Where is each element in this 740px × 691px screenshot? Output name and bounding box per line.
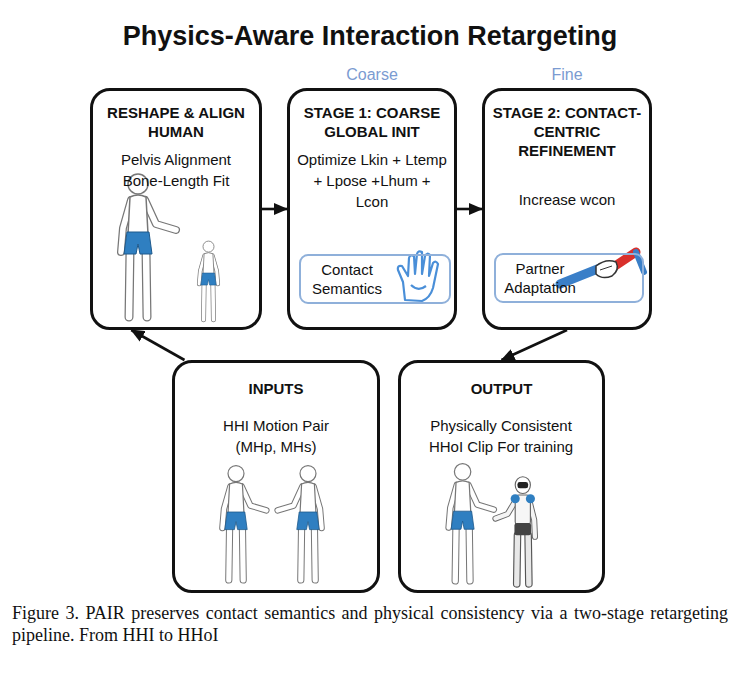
io-box: INPUTS HHI Motion Pair (MHp, MHs) bbox=[172, 360, 380, 593]
human-robot-output bbox=[449, 464, 535, 584]
stage-box: CoarseSTAGE 1: COARSE GLOBAL INITOptimiz… bbox=[287, 88, 457, 330]
box-heading: RESHAPE & ALIGN HUMAN bbox=[101, 103, 251, 141]
robot-figure bbox=[495, 477, 535, 584]
human-figure bbox=[278, 466, 322, 580]
box-heading: INPUTS bbox=[183, 379, 369, 398]
flow-arrow bbox=[502, 330, 568, 360]
feature-box: Contact Semantics bbox=[299, 254, 451, 304]
box-heading: OUTPUT bbox=[409, 379, 594, 398]
feature-label: Contact Semantics bbox=[305, 260, 389, 298]
box-body: HHI Motion Pair (MHp, MHs) bbox=[203, 415, 349, 457]
feature-label: Partner Adaptation bbox=[498, 259, 582, 297]
human-pair-inputs bbox=[222, 466, 321, 580]
io-box: OUTPUT Physically Consistent HHoI Clip Fo… bbox=[398, 360, 605, 593]
human-figures-reshape bbox=[121, 174, 218, 320]
process-box: RESHAPE & ALIGN HUMAN Pelvis Alignment Bo… bbox=[90, 88, 262, 330]
human-figure bbox=[449, 464, 494, 581]
loss-formula: Optimize Lkin + Ltemp + Lpose +Lhum + Lc… bbox=[296, 149, 448, 212]
child-figure bbox=[199, 241, 218, 320]
figure-caption: Figure 3. PAIR preserves contact semanti… bbox=[12, 602, 728, 646]
box-heading: STAGE 2: CONTACT-CENTRIC REFINEMENT bbox=[491, 103, 643, 160]
box-body: Physically Consistent HHoI Clip For trai… bbox=[421, 415, 581, 457]
stage-box: FineSTAGE 2: CONTACT-CENTRIC REFINEMENTI… bbox=[482, 88, 652, 330]
flow-arrow bbox=[457, 208, 482, 211]
human-figure bbox=[222, 466, 266, 580]
box-heading: STAGE 1: COARSE GLOBAL INIT bbox=[298, 103, 446, 141]
diagram-title: Physics-Aware Interaction Retargeting bbox=[0, 20, 740, 52]
hand-icon bbox=[398, 251, 438, 301]
flow-arrow bbox=[262, 208, 287, 211]
stage-tag: Fine bbox=[485, 65, 649, 85]
stage-tag: Coarse bbox=[290, 65, 454, 85]
box-body: Pelvis Alignment Bone-Length Fit bbox=[103, 149, 249, 191]
flow-arrow bbox=[131, 330, 184, 360]
box-body: Increase wcon bbox=[491, 189, 643, 210]
feature-box: Partner Adaptation bbox=[494, 253, 644, 303]
adult-figure bbox=[121, 174, 176, 317]
